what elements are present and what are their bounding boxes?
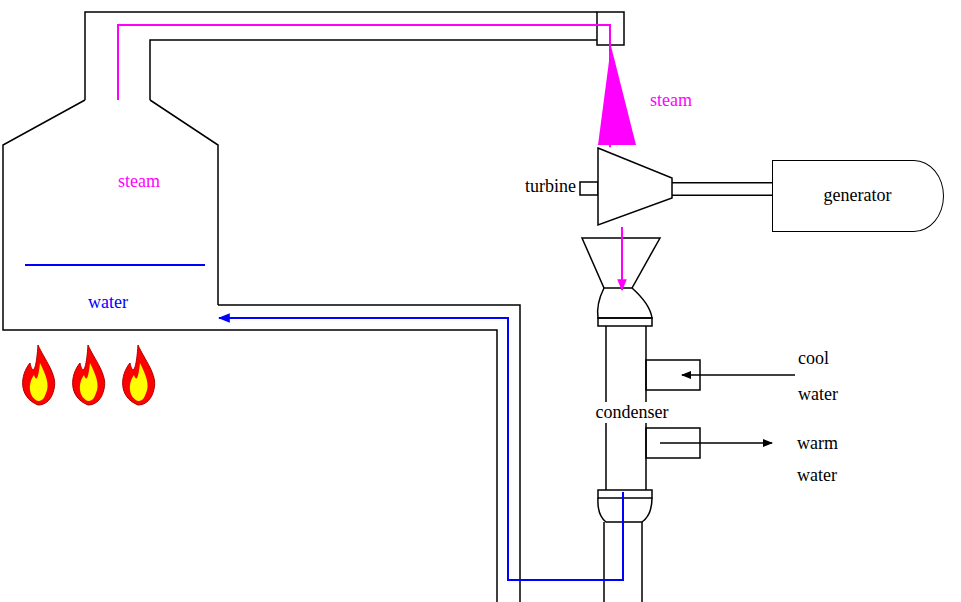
shaft-fill <box>672 184 772 195</box>
water-level <box>25 264 205 266</box>
connector-line <box>672 188 772 190</box>
flame <box>73 345 105 405</box>
flange <box>598 318 652 326</box>
steam-pipe <box>150 40 597 100</box>
flame <box>23 345 55 405</box>
shaft-stub <box>580 182 598 195</box>
exhaust-flow <box>622 227 623 290</box>
feedwater-flow <box>219 318 623 580</box>
turbine-outline <box>598 148 672 225</box>
outlet-label: warm water <box>797 427 865 491</box>
flame <box>123 345 155 405</box>
node-text: turbine <box>525 176 576 197</box>
boiler: steam water <box>3 100 218 330</box>
steam-jet <box>598 46 636 145</box>
connector-line <box>219 318 623 580</box>
steam-label: steam <box>650 90 692 111</box>
generator-box: generator <box>772 160 944 232</box>
node-text: generator <box>824 185 892 206</box>
return-pipe <box>218 330 497 602</box>
connector-line <box>118 25 610 147</box>
boiler-shell <box>3 100 218 330</box>
flange <box>598 490 652 498</box>
condenser-dome <box>598 498 652 522</box>
node-text: water <box>88 292 128 313</box>
condenser-dome <box>598 288 652 318</box>
steam-flow <box>118 25 610 147</box>
shaft <box>672 189 772 190</box>
flow-arrow <box>682 374 795 376</box>
flow-arrow <box>660 442 772 444</box>
return-pipe <box>218 305 520 602</box>
node-text: condenser <box>594 402 671 423</box>
connector-line <box>621 227 623 290</box>
condenser: condenser <box>578 290 682 500</box>
inlet-label: cool water <box>798 340 864 412</box>
turbine: turbine <box>598 148 672 225</box>
turbine-shape <box>598 148 672 225</box>
shaft-outline <box>672 182 772 196</box>
node-text: steam <box>118 171 160 192</box>
